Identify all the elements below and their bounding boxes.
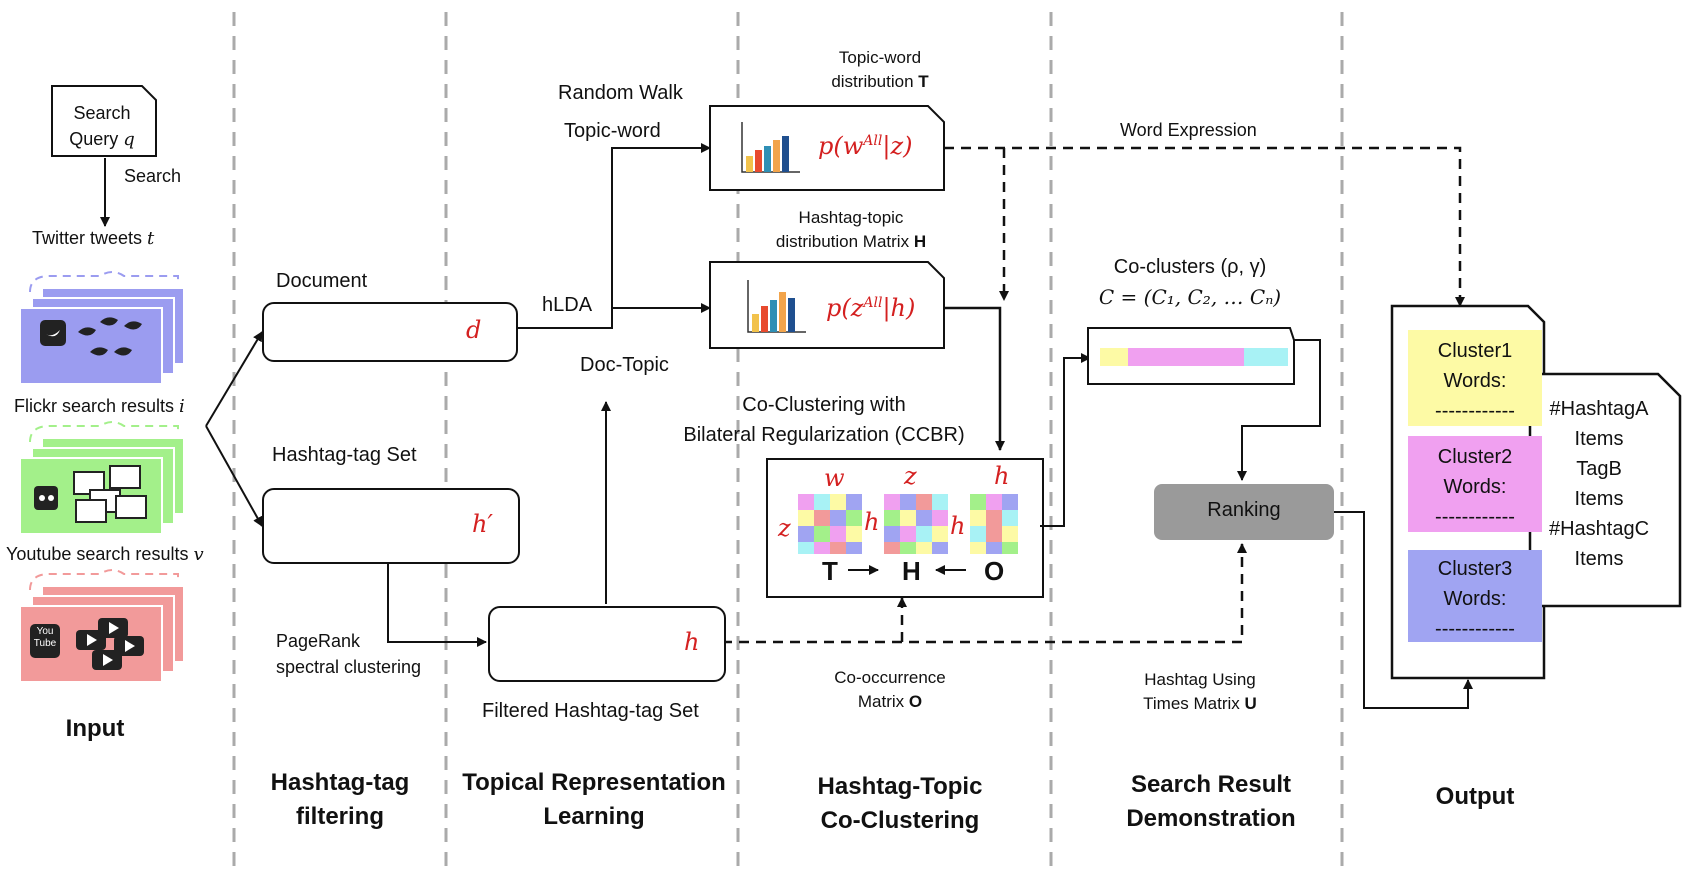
using-times-label: Hashtag Using Times Matrix U (1143, 670, 1257, 713)
matrix-letter-o: O (984, 556, 1005, 586)
hlda-label: hLDA (542, 294, 593, 316)
search-query-doc (51, 85, 157, 157)
youtube-label: Youtube search results v (6, 544, 204, 565)
filtered-set-box (488, 606, 726, 682)
youtube-icon (30, 618, 144, 670)
cluster3-block (1408, 550, 1542, 642)
cocluster-bar-cyan (1244, 348, 1288, 366)
document-box (262, 302, 518, 362)
topic-word-bar-icon (741, 122, 800, 173)
hashtag-set-box (262, 488, 520, 564)
search-edge-label: Search (124, 166, 182, 186)
filtered-set-label: Filtered Hashtag-tag Set (482, 700, 699, 722)
twitter-icon (40, 317, 142, 356)
topic-word-formula: p(wAll|z) (818, 132, 913, 160)
document-label: Document (276, 270, 368, 292)
twitter-label: Twitter tweets t (32, 228, 155, 249)
ccbr-matrix-t (798, 494, 862, 554)
ccbr-matrix-o (970, 494, 1018, 554)
stage-output: Output (1435, 783, 1515, 810)
cocluster-bar-pink (1128, 348, 1244, 366)
filtered-set-var: h (684, 628, 700, 656)
hashtag-set-label: Hashtag-tag Set (272, 444, 417, 466)
random-walk-label: Random Walk (558, 82, 683, 104)
matrix-label-h-2: h (950, 512, 966, 540)
topic-word-dist-label: Topic-word distribution T (831, 48, 929, 91)
cluster2-block (1408, 436, 1542, 532)
ccbr-matrix-h (884, 494, 948, 554)
hashtag-topic-formula: p(zAll|h) (826, 294, 916, 322)
cluster1-block (1408, 330, 1542, 426)
matrix-label-h-top: h (994, 462, 1010, 490)
matrix-letter-t: T (822, 556, 838, 586)
search-query-label: Search Query q (69, 103, 135, 150)
hashtag-topic-doc (709, 261, 945, 349)
doc-topic-label: Doc-Topic (580, 354, 669, 376)
matrix-label-z-left: z (778, 514, 791, 542)
ranking-label: Ranking (1207, 499, 1281, 521)
hashtag-topic-dist-label: Hashtag-topic distribution Matrix H (775, 208, 927, 251)
stage-input: Input (65, 715, 125, 742)
topic-word-label: Topic-word (564, 120, 661, 142)
matrix-label-h-1: h (864, 508, 880, 536)
flickr-icon (34, 465, 147, 523)
hashtag-set-var: h′ (472, 510, 493, 538)
matrix-label-z-top: z (904, 462, 917, 490)
flickr-label: Flickr search results i (14, 396, 185, 417)
ranking-box (1154, 484, 1334, 540)
cocluster-bar-yellow (1100, 348, 1128, 366)
ccbr-box (766, 458, 1044, 598)
cooccurrence-label: Co-occurrence Matrix O (834, 668, 946, 711)
coclusters-label: Co-clusters (ρ, γ) C = (C₁, C₂, … Cₙ) (1098, 256, 1282, 309)
matrix-letter-h: H (902, 556, 921, 586)
hashtag-topic-bar-icon (747, 280, 806, 333)
document-var: d (466, 316, 482, 344)
matrix-label-w: w (824, 464, 845, 492)
hashtag-list: #HashtagA Items TagB Items #HashtagC Ite… (1548, 398, 1650, 570)
word-expression-label: Word Expression (1120, 120, 1257, 140)
